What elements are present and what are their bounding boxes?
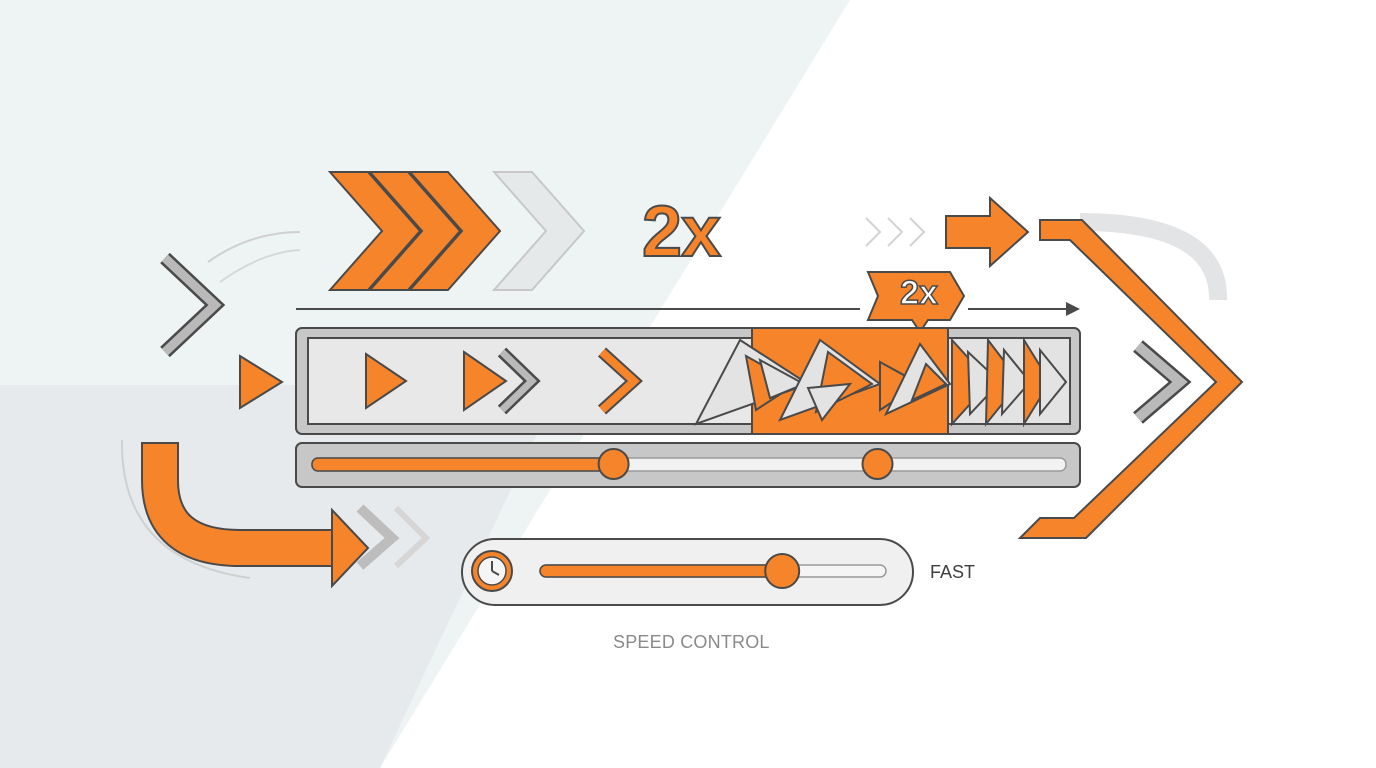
timeline-slider-marker: [861, 448, 894, 480]
speed-slider-handle: [764, 553, 801, 589]
speed-badge-label[interactable]: 2x: [899, 274, 938, 312]
fast-forward-icon: [463, 350, 508, 412]
fast-forward-chevrons-icon: [327, 171, 586, 291]
speed-multiplier-label: 2x: [641, 192, 722, 272]
small-chevrons-icon: [865, 217, 926, 247]
curved-arrow-icon: [141, 442, 370, 589]
play-icon: [239, 354, 284, 410]
arrow-right-icon: [945, 195, 1030, 269]
fragmented-play-icons: [693, 336, 1068, 428]
speed-control-caption: SPEED CONTROL: [613, 632, 770, 652]
timeline-slider-handle: [597, 448, 630, 480]
play-icon: [365, 352, 408, 410]
large-chevron-icon: [1017, 213, 1244, 539]
chevrons-icon: [356, 504, 431, 570]
fast-label: FAST: [930, 562, 976, 582]
speed-badge: [866, 271, 966, 334]
